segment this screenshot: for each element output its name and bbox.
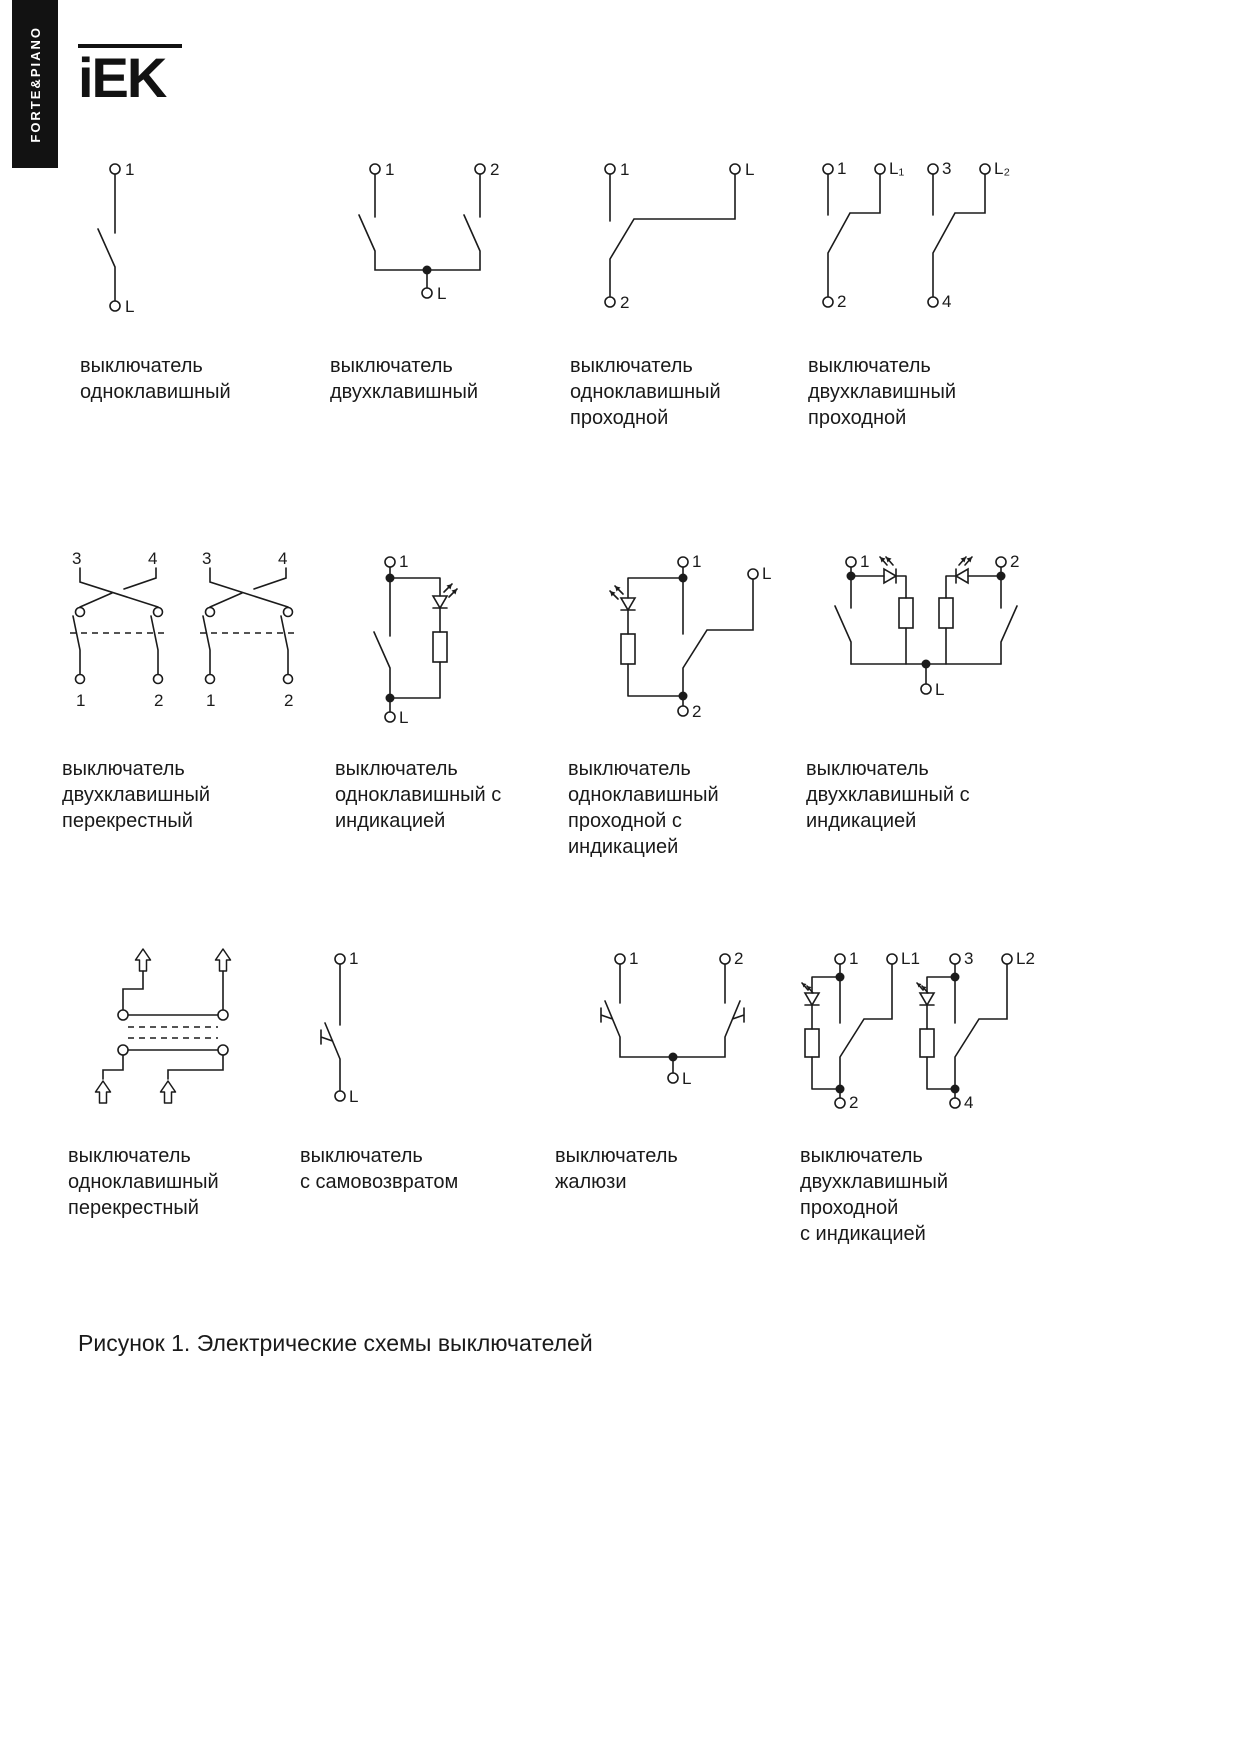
terminal-label: L2 bbox=[1016, 949, 1035, 968]
diagram-caption: выключатель двухклавишный проходной bbox=[808, 355, 957, 429]
schematic-switch-2gang: 1 2 L bbox=[358, 160, 499, 303]
diagram-caption: выключатель двухклавишный с индикацией bbox=[806, 758, 970, 832]
terminal-label: 2 bbox=[620, 293, 629, 312]
terminal-label: 2 bbox=[837, 292, 846, 311]
circuit-graphics bbox=[358, 163, 486, 299]
diagram-cell-10: 1 L выключатель с самовозвратом bbox=[300, 945, 550, 1195]
terminal-label: 2 bbox=[849, 1093, 858, 1112]
terminal-label: 3 bbox=[942, 159, 951, 178]
terminal-label: 2 bbox=[154, 691, 163, 710]
terminal-label: L bbox=[349, 1087, 358, 1106]
terminal-label: L bbox=[745, 160, 754, 179]
terminal-label: 4 bbox=[942, 292, 951, 311]
diagram-cell-8: 1 2 L выключатель двухклавишный с индика… bbox=[806, 548, 1056, 834]
circuit-graphics bbox=[604, 163, 741, 308]
terminal-label: 2 bbox=[490, 160, 499, 179]
series-spine-tab: FORTE&PIANO bbox=[12, 0, 58, 168]
diagram-caption: выключатель с самовозвратом bbox=[300, 1145, 459, 1193]
schematic-switch-2gang-indicator: 1 2 L bbox=[834, 552, 1019, 699]
figure-caption: Рисунок 1. Электрические схемы выключате… bbox=[78, 1330, 593, 1356]
circuit-graphics bbox=[609, 556, 759, 717]
terminal-label: 4 bbox=[278, 549, 287, 568]
schematic-switch-2gang-2way-indicator: 1 L1 3 L2 2 4 bbox=[801, 949, 1035, 1112]
diagram-cell-1: 1 L выключатель одноклавишный bbox=[80, 155, 330, 405]
schematic-switch-1gang-2way-indicator: 1 L 2 bbox=[609, 552, 771, 721]
terminal-label: 1 bbox=[692, 552, 701, 571]
schematic-switch-2gang-intermediate: 3 4 3 4 1 2 1 2 bbox=[70, 549, 296, 710]
diagram-caption: выключатель двухклавишный перекрестный bbox=[62, 758, 211, 832]
diagram-caption: выключатель одноклавишный проходной с ин… bbox=[568, 758, 719, 858]
circuit-graphics bbox=[822, 163, 991, 308]
logo-bar bbox=[78, 44, 182, 48]
diagram-cell-5: 3 4 3 4 1 2 1 2 выключатель двухклавишны… bbox=[62, 548, 332, 834]
diagram-cell-7: 1 L 2 выключатель одноклавишный проходно… bbox=[568, 548, 818, 860]
circuit-graphics bbox=[320, 953, 346, 1102]
terminal-label: 2 bbox=[1010, 552, 1019, 571]
circuit-graphics bbox=[600, 953, 745, 1084]
terminal-label: 3 bbox=[72, 549, 81, 568]
circuit-graphics bbox=[834, 556, 1018, 695]
schematic-switch-2gang-2way: 1 L₁ 3 L₂ 2 4 bbox=[822, 159, 1010, 311]
terminal-label: 1 bbox=[349, 949, 358, 968]
series-name: FORTE&PIANO bbox=[27, 25, 43, 143]
terminal-label: 2 bbox=[692, 702, 701, 721]
terminal-label: 2 bbox=[284, 691, 293, 710]
schematic-switch-1gang-indicator: 1 L bbox=[373, 552, 458, 727]
diagram-caption: выключатель жалюзи bbox=[555, 1145, 678, 1193]
terminal-label: L1 bbox=[901, 949, 920, 968]
terminal-label: L bbox=[935, 680, 944, 699]
diagram-cell-6: 1 L выключатель одноклавишный с индикаци… bbox=[335, 548, 585, 834]
terminal-label: 1 bbox=[76, 691, 85, 710]
diagram-cell-4: 1 L₁ 3 L₂ 2 4 выключатель двухклавишный … bbox=[808, 155, 1058, 431]
diagram-cell-12: 1 L1 3 L2 2 4 выключатель двухклавишный … bbox=[800, 945, 1080, 1247]
terminal-label: 1 bbox=[629, 949, 638, 968]
diagram-caption: выключатель двухклавишный проходной с ин… bbox=[800, 1145, 949, 1245]
terminal-label: 1 bbox=[399, 552, 408, 571]
terminal-label: 1 bbox=[125, 160, 134, 179]
diagram-caption: выключатель одноклавишный bbox=[80, 355, 231, 403]
diagram-caption: выключатель двухклавишный bbox=[330, 355, 479, 403]
terminal-label: L bbox=[399, 708, 408, 727]
terminal-label: 1 bbox=[206, 691, 215, 710]
diagram-caption: выключатель одноклавишный перекрестный bbox=[68, 1145, 219, 1219]
diagram-cell-3: 1 L 2 выключатель одноклавишный проходно… bbox=[570, 155, 820, 431]
schematic-switch-1gang-2way: 1 L 2 bbox=[604, 160, 754, 312]
terminal-label: L₂ bbox=[994, 159, 1010, 178]
terminal-label: 1 bbox=[837, 159, 846, 178]
terminal-label: 1 bbox=[385, 160, 394, 179]
schematic-switch-momentary: 1 L bbox=[320, 949, 358, 1106]
terminal-label: L bbox=[437, 284, 446, 303]
circuit-graphics bbox=[94, 948, 232, 1104]
terminal-label: 1 bbox=[620, 160, 629, 179]
diagram-cell-2: 1 2 L выключатель двухклавишный bbox=[330, 155, 580, 405]
terminal-label: 1 bbox=[860, 552, 869, 571]
diagram-cell-11: 1 2 L выключатель жалюзи bbox=[555, 945, 805, 1195]
terminal-label: 3 bbox=[964, 949, 973, 968]
terminal-label: 4 bbox=[148, 549, 157, 568]
diagram-cell-9: выключатель одноклавишный перекрестный bbox=[68, 945, 318, 1221]
terminal-label: L bbox=[682, 1069, 691, 1088]
terminal-label: 3 bbox=[202, 549, 211, 568]
terminal-label: L bbox=[125, 297, 134, 316]
circuit-graphics bbox=[373, 556, 458, 723]
logo-text: iEK bbox=[78, 46, 167, 109]
diagram-caption: выключатель одноклавишный с индикацией bbox=[335, 758, 502, 832]
diagram-caption: выключатель одноклавишный проходной bbox=[570, 355, 721, 429]
schematic-switch-shutter: 1 2 L bbox=[600, 949, 745, 1088]
circuit-graphics bbox=[97, 163, 121, 312]
circuit-graphics bbox=[70, 567, 296, 685]
terminal-label: 2 bbox=[734, 949, 743, 968]
circuit-graphics bbox=[801, 953, 1013, 1109]
terminal-label: L bbox=[762, 564, 771, 583]
terminal-label: 4 bbox=[964, 1093, 973, 1112]
terminal-label: L₁ bbox=[889, 159, 904, 178]
iek-logo: iEK bbox=[78, 44, 182, 109]
terminal-label: 1 bbox=[849, 949, 858, 968]
schematic-switch-1gang: 1 L bbox=[97, 160, 134, 316]
schematic-switch-1gang-intermediate bbox=[94, 948, 232, 1104]
